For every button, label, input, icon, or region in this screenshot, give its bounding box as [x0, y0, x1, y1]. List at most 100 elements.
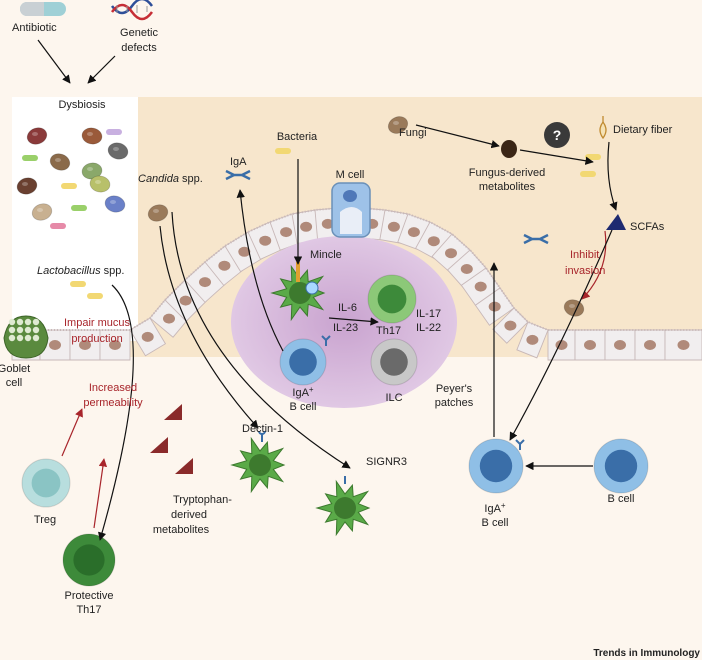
arrow-lactobacillus-th17 [98, 284, 134, 541]
arrow-candida-signr3 [171, 211, 351, 469]
bacterium-icon [61, 183, 77, 189]
epithelial-nucleus [321, 218, 334, 229]
epithelial-nucleus [141, 331, 154, 342]
arrow-th17-permeability [93, 458, 108, 529]
epithelial-nucleus [644, 340, 656, 350]
label-lacto-rest: spp. [101, 265, 125, 277]
label-iga-b-peyers: IgA+ [292, 385, 314, 400]
antibody-arm [225, 173, 251, 181]
th17-cell-nucleus [377, 284, 407, 314]
label-inhibit-2: invasion [565, 265, 605, 277]
fungus-icon [49, 153, 71, 171]
label-trp-1: Tryptophan- [173, 494, 232, 506]
label-scfas: SCFAs [630, 221, 665, 233]
bacterium-icon [87, 293, 103, 299]
arrow-treg-permeability [61, 408, 83, 457]
label-mincle: Mincle [310, 249, 342, 261]
bcr-receptor [321, 335, 331, 346]
epithelial-nucleus [259, 235, 272, 246]
label-b-cell: B cell [608, 493, 635, 505]
fungus-highlight [569, 304, 575, 308]
fungus-icon [26, 127, 48, 145]
fungus-icon [31, 203, 53, 221]
bacterium-icon [50, 223, 66, 229]
m-cell-nucleus [343, 190, 357, 202]
label-ilc: ILC [385, 392, 402, 404]
label-il22: IL-22 [416, 322, 441, 334]
label-lactobacillus: Lactobacillus spp. [37, 265, 124, 277]
label-bacteria: Bacteria [277, 131, 318, 143]
epithelial-nucleus [49, 340, 61, 350]
label-il23: IL-23 [333, 322, 358, 334]
epithelial-nucleus [79, 340, 91, 350]
fungus-highlight [55, 158, 61, 162]
fungus-highlight [32, 132, 38, 136]
fungus-highlight [110, 200, 116, 204]
label-impair-1: Impair mucus [64, 317, 131, 329]
signr3-dendritic-cell-nucleus [334, 497, 356, 519]
iga-antibodies [225, 169, 549, 245]
bacterium-icon [585, 154, 601, 160]
goblet-granule [24, 326, 32, 334]
epithelial-nucleus [614, 340, 626, 350]
label-dysbiosis: Dysbiosis [58, 99, 106, 111]
label-protective-2: Th17 [76, 604, 101, 616]
label-impair-2: production [71, 333, 122, 345]
epithelial-nucleus [526, 334, 539, 345]
bacterium-icon [580, 171, 596, 177]
fungus-highlight [87, 132, 93, 136]
epithelial-nucleus [427, 236, 440, 247]
fungus-highlight [37, 208, 43, 212]
label-fungus-metab-1: Fungus-derived [469, 167, 545, 179]
goblet-granule [24, 334, 32, 342]
epithelial-nucleus [199, 277, 211, 288]
epithelial-nucleus [445, 248, 457, 259]
fungus-highlight [87, 167, 93, 171]
question-mark-text: ? [553, 127, 562, 143]
label-th17: Th17 [376, 325, 401, 337]
fungus-highlight [393, 121, 399, 125]
antibiotic-capsule-icon [20, 2, 66, 16]
antibody-arm [523, 237, 549, 245]
label-treg: Treg [34, 514, 56, 526]
epithelial-nucleus [488, 301, 501, 312]
fungus-highlight [113, 147, 119, 151]
fungus-icon [104, 195, 126, 213]
fungus-metabolite-icon [501, 140, 517, 158]
label-antibiotic: Antibiotic [12, 22, 57, 34]
label-fungi: Fungi [399, 127, 427, 139]
tryptophan-metabolites-icon [150, 404, 193, 474]
label-increased-2: permeability [83, 397, 143, 409]
label-increased-1: Increased [89, 382, 137, 394]
label-il17: IL-17 [416, 308, 441, 320]
dysbiosis-microbes [16, 127, 129, 229]
label-iga-b-sup: + [309, 385, 314, 394]
label-iga-b2-1: IgA [484, 503, 501, 515]
label-candida-italic: Candida [138, 173, 179, 185]
label-genetic-1: Genetic [120, 27, 158, 39]
label-goblet-1: Goblet [0, 363, 30, 375]
epithelial-nucleus [474, 281, 487, 292]
goblet-granule [32, 334, 40, 342]
label-inhibit-1: Inhibit [570, 249, 599, 261]
label-iga-b-2: B cell [290, 401, 317, 413]
dna-icon [110, 0, 154, 21]
fungus-highlight [153, 209, 159, 213]
arrow-mincle-th17 [328, 317, 379, 326]
fungus-icon [89, 175, 111, 193]
treg-cell-nucleus [31, 468, 61, 498]
goblet-granule [8, 326, 16, 334]
label-peyers-1: Peyer's [436, 383, 473, 395]
fungus-icon [81, 127, 103, 145]
epithelial-nucleus [179, 295, 192, 306]
bacterium-icon [71, 205, 87, 211]
bacterium-icon [22, 155, 38, 161]
label-trp-2: derived [171, 509, 207, 521]
epithelial-nucleus [584, 340, 596, 350]
label-m-cell: M cell [336, 169, 365, 181]
arrow-peyers-iga [236, 189, 284, 352]
fungus-icon [107, 142, 129, 160]
label-candida: Candida spp. [138, 173, 203, 185]
